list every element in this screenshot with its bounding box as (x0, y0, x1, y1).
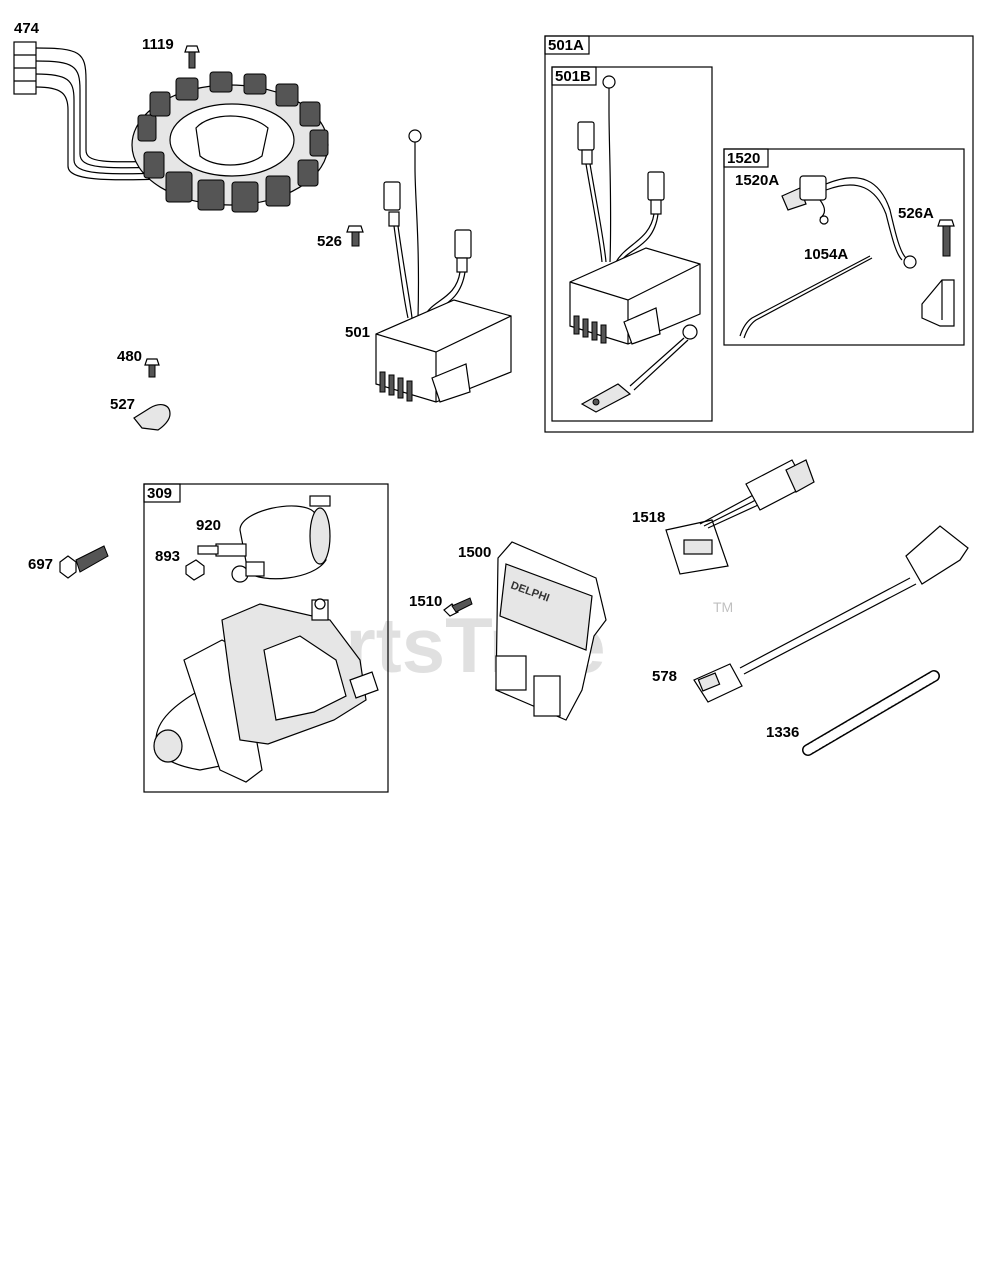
callout-1054A: 1054A (804, 246, 848, 263)
callout-527: 527 (110, 396, 135, 413)
callout-1500: 1500 (458, 544, 491, 561)
starter-motor[interactable] (153, 598, 379, 783)
callout-1119: 1119 (142, 36, 174, 53)
kit-box-309: 309 (143, 483, 389, 793)
callout-697: 697 (28, 556, 53, 573)
kit-box-501B: 501B (551, 66, 713, 422)
bolt-697[interactable] (59, 545, 109, 579)
conduit-1336[interactable] (802, 670, 940, 756)
callout-526A: 526A (898, 205, 934, 222)
callout-578: 578 (652, 668, 677, 685)
box-label-309: 309 (147, 485, 172, 502)
kit-box-501A: 501A (544, 35, 974, 433)
control-module-1500[interactable]: DELPHI (495, 541, 607, 721)
box-label-501A: 501A (548, 37, 584, 54)
stator-part[interactable] (13, 41, 329, 213)
callout-480: 480 (117, 348, 142, 365)
screw-480[interactable] (144, 358, 160, 378)
sensor-1520A[interactable] (781, 175, 917, 269)
screw-1510[interactable] (443, 597, 473, 617)
callout-893: 893 (155, 548, 180, 565)
regulator-501[interactable] (375, 129, 512, 403)
callout-501: 501 (345, 324, 370, 341)
solenoid-920[interactable] (197, 495, 331, 583)
clip-527[interactable] (133, 404, 171, 431)
callout-474: 474 (14, 20, 40, 37)
kit-box-1520: 1520 (723, 148, 965, 346)
harness-1518[interactable] (665, 459, 815, 575)
box-label-501B: 501B (555, 68, 591, 85)
nut-893[interactable] (185, 559, 205, 581)
bolt-1119[interactable] (184, 45, 200, 69)
watermark-trademark: TM (713, 599, 733, 615)
harness-578[interactable] (693, 525, 969, 703)
callout-1336: 1336 (766, 724, 799, 741)
callout-1518: 1518 (632, 509, 665, 526)
bracket-1520[interactable] (921, 279, 955, 327)
callout-1520A: 1520A (735, 172, 779, 189)
callout-1510: 1510 (409, 593, 442, 610)
callout-526: 526 (317, 233, 342, 250)
regulator-kit-501B[interactable] (569, 75, 701, 413)
callout-920: 920 (196, 517, 221, 534)
screw-526[interactable] (346, 225, 364, 247)
cable-tie-1054A[interactable] (739, 255, 873, 339)
screw-526A[interactable] (937, 219, 955, 257)
box-label-1520: 1520 (727, 150, 760, 167)
